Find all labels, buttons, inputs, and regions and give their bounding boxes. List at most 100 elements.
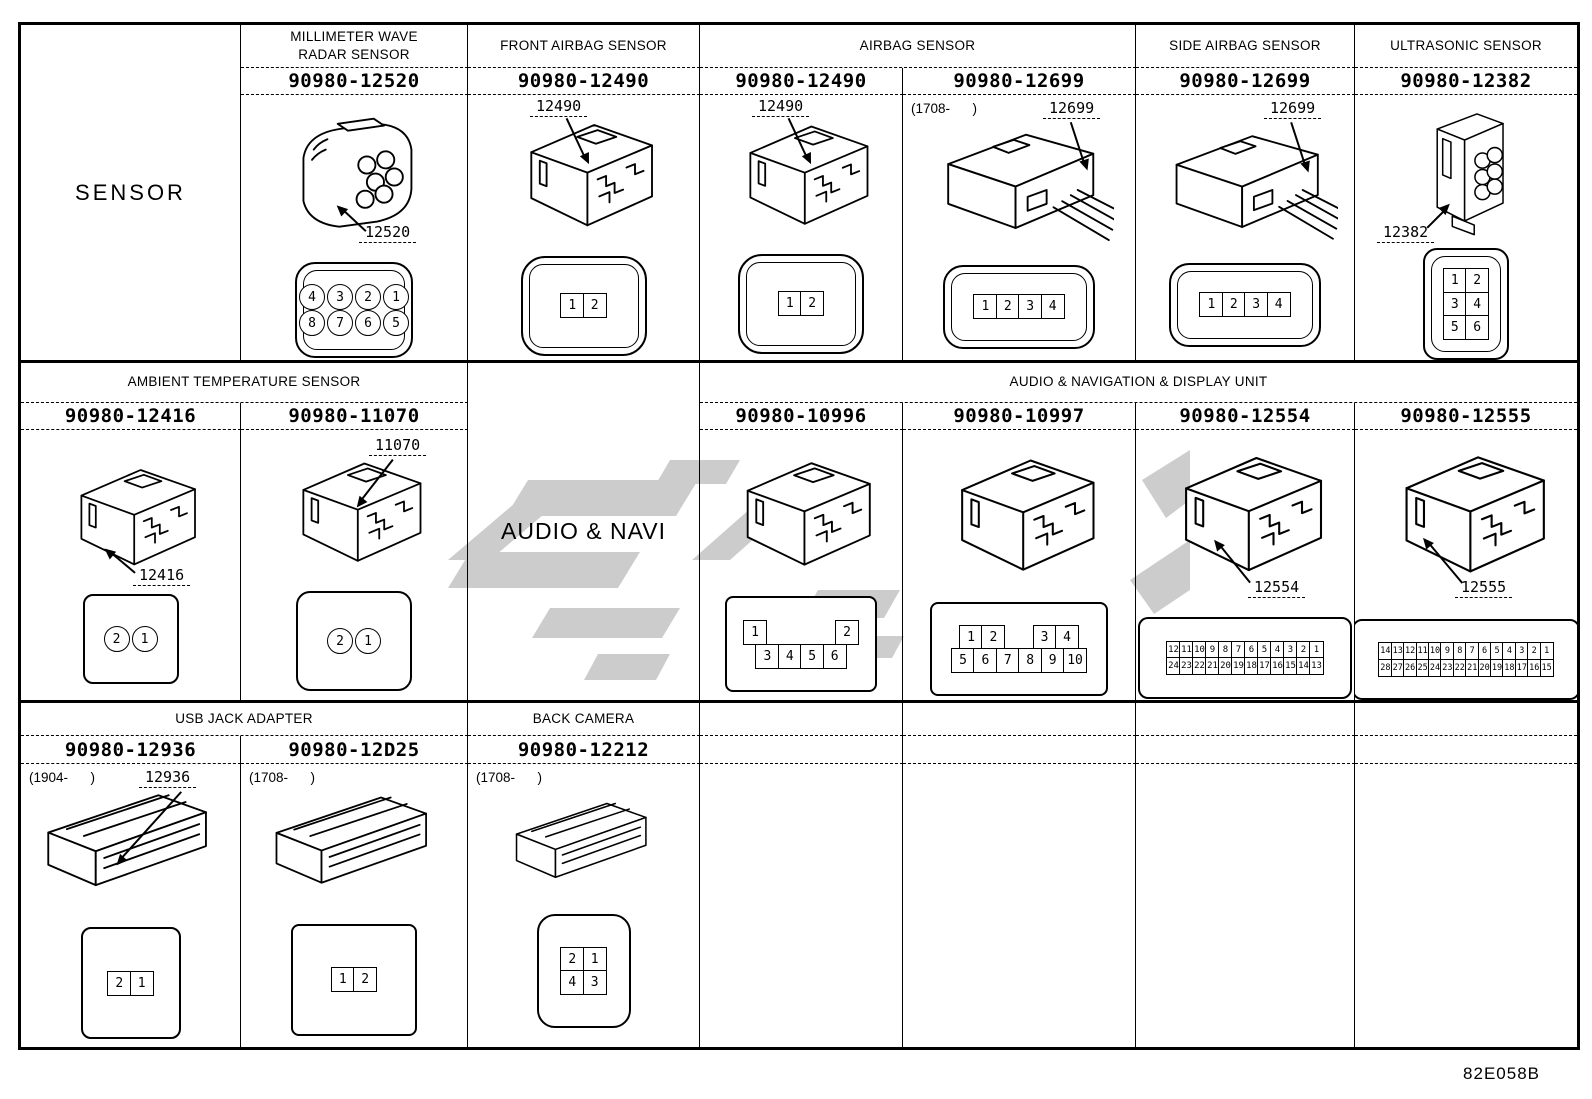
callout-12382: 12382	[1377, 223, 1435, 243]
pin-number: 7	[327, 310, 353, 337]
pin-number: 1	[582, 946, 607, 972]
pin-number: 25	[1415, 658, 1430, 677]
row-label-sensor: SENSOR	[21, 25, 241, 363]
pin-number: 1	[958, 624, 983, 650]
part-number-12555: 90980-12555	[1355, 403, 1577, 430]
pin-number: 1	[1309, 640, 1324, 659]
pin-number: 5	[800, 643, 825, 669]
pin-number: 3	[327, 284, 353, 311]
pin-number: 8	[1018, 648, 1043, 674]
part-number-12520: 90980-12520	[241, 68, 468, 95]
pin-number: 4	[1465, 291, 1490, 317]
pin-number: 5	[1442, 314, 1467, 340]
pin-number: 2	[107, 970, 132, 996]
pin-number: 9	[1040, 648, 1065, 674]
pin-number: 1	[1442, 268, 1467, 294]
connector-3d-12382	[1405, 103, 1527, 240]
callout-12416: 12416	[133, 566, 191, 586]
pin-number: 1	[1199, 292, 1224, 318]
empty-header-cell	[1136, 703, 1355, 736]
connector-3d-12490	[719, 110, 884, 242]
connector-3d-12416	[51, 454, 211, 582]
pin-number: 7	[995, 648, 1020, 674]
pin-number: 3	[1032, 624, 1057, 650]
date-annotation-1708: (1708- )	[911, 101, 978, 116]
pin-number: 1	[355, 628, 381, 654]
part-number-12699-side: 90980-12699	[1136, 68, 1355, 95]
pin-number: 4	[1040, 294, 1065, 320]
part-number-12212: 90980-12212	[468, 736, 700, 764]
pin-number: 24	[1166, 657, 1181, 676]
header-usb-jack-adapter: USB JACK ADAPTER	[21, 703, 468, 736]
header-millimeter-wave-radar-sensor: MILLIMETER WAVE RADAR SENSOR	[241, 25, 468, 68]
pin-number: 10	[1063, 648, 1088, 674]
pin-number: 2	[560, 946, 585, 972]
pin-number: 1	[129, 970, 154, 996]
pin-number: 5	[950, 648, 975, 674]
connector-3d-12699	[1153, 116, 1338, 251]
pin-number: 2	[355, 284, 381, 311]
pin-number: 3	[1442, 291, 1467, 317]
part-number-12936: 90980-12936	[21, 736, 241, 764]
pin-number: 1	[383, 284, 409, 311]
page-code: 82E058B	[1463, 1064, 1540, 1083]
header-front-airbag-sensor: FRONT AIRBAG SENSOR	[468, 25, 700, 68]
pin-number: 1	[1539, 642, 1554, 661]
pin-number: 3	[582, 970, 607, 996]
part-number-12490-front: 90980-12490	[468, 68, 700, 95]
part-number-12554: 90980-12554	[1136, 403, 1355, 430]
empty-part-cell	[700, 736, 903, 764]
part-number-12699-airbag: 90980-12699	[903, 68, 1136, 95]
connector-3d-12555	[1369, 438, 1564, 593]
part-number-12490-airbag: 90980-12490	[700, 68, 903, 95]
callout-12490: 12490	[530, 97, 588, 117]
empty-header-cell	[700, 703, 903, 736]
pin-number: 1	[973, 294, 998, 320]
connector-3d-12699	[924, 114, 1114, 252]
date-annotation-1904: (1904- )	[29, 770, 96, 785]
callout-12490: 12490	[752, 97, 810, 117]
pin-number: 3	[1018, 294, 1043, 320]
pin-number: 15	[1539, 658, 1554, 677]
empty-part-cell	[1136, 736, 1355, 764]
cell-audio-and-navi: AUDIO & NAVI	[468, 363, 700, 703]
header-ultrasonic-sensor: ULTRASONIC SENSOR	[1355, 25, 1577, 68]
pin-number: 6	[822, 643, 847, 669]
callout-12699: 12699	[1043, 99, 1101, 119]
connector-3d-12212	[504, 791, 664, 902]
pin-number: 21	[1465, 658, 1480, 677]
callout-12554: 12554	[1248, 578, 1306, 598]
empty-part-cell	[1355, 736, 1577, 764]
